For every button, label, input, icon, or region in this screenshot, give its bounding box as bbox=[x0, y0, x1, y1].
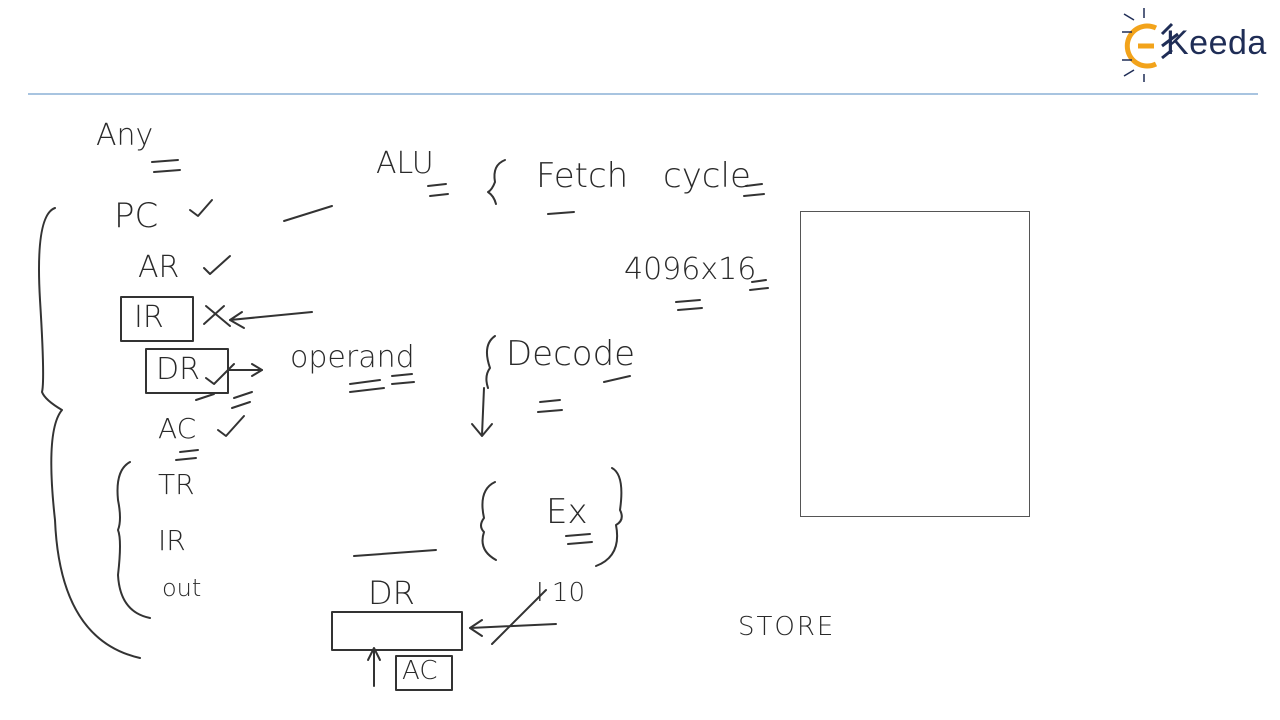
logo-text: Keeda bbox=[1166, 24, 1267, 62]
ir-box bbox=[120, 296, 194, 342]
note-alu: ALU bbox=[376, 146, 434, 181]
note-inpr: IR bbox=[158, 524, 186, 557]
note-operand: operand bbox=[290, 340, 415, 375]
header-divider bbox=[28, 93, 1258, 95]
note-any: Any bbox=[96, 118, 154, 153]
note-ir: IR bbox=[134, 300, 164, 335]
note-pc: PC bbox=[114, 196, 159, 236]
small-brace bbox=[116, 461, 151, 619]
logo-icon bbox=[1122, 8, 1179, 82]
note-fetch-cycle: Fetch cycle bbox=[536, 156, 751, 196]
note-dr-bottom: DR bbox=[368, 574, 415, 612]
left-brace bbox=[38, 207, 141, 659]
note-io: I 10 bbox=[536, 578, 586, 608]
memory-box bbox=[800, 211, 1030, 517]
note-decode: Decode bbox=[506, 334, 636, 374]
ekeeda-logo: Keeda bbox=[1118, 6, 1273, 82]
note-ar: AR bbox=[138, 250, 180, 285]
ac-box bbox=[395, 655, 453, 691]
dr-register bbox=[331, 611, 463, 651]
note-dr: DR bbox=[156, 352, 200, 387]
note-memory-size: 4096x16 bbox=[624, 252, 757, 287]
note-ex: Ex bbox=[546, 492, 588, 532]
note-ac-bottom: AC bbox=[402, 656, 438, 686]
note-tr: TR bbox=[158, 468, 195, 501]
note-ac: AC bbox=[158, 412, 197, 445]
note-out: out bbox=[162, 574, 202, 602]
note-store: STORE bbox=[738, 612, 836, 642]
